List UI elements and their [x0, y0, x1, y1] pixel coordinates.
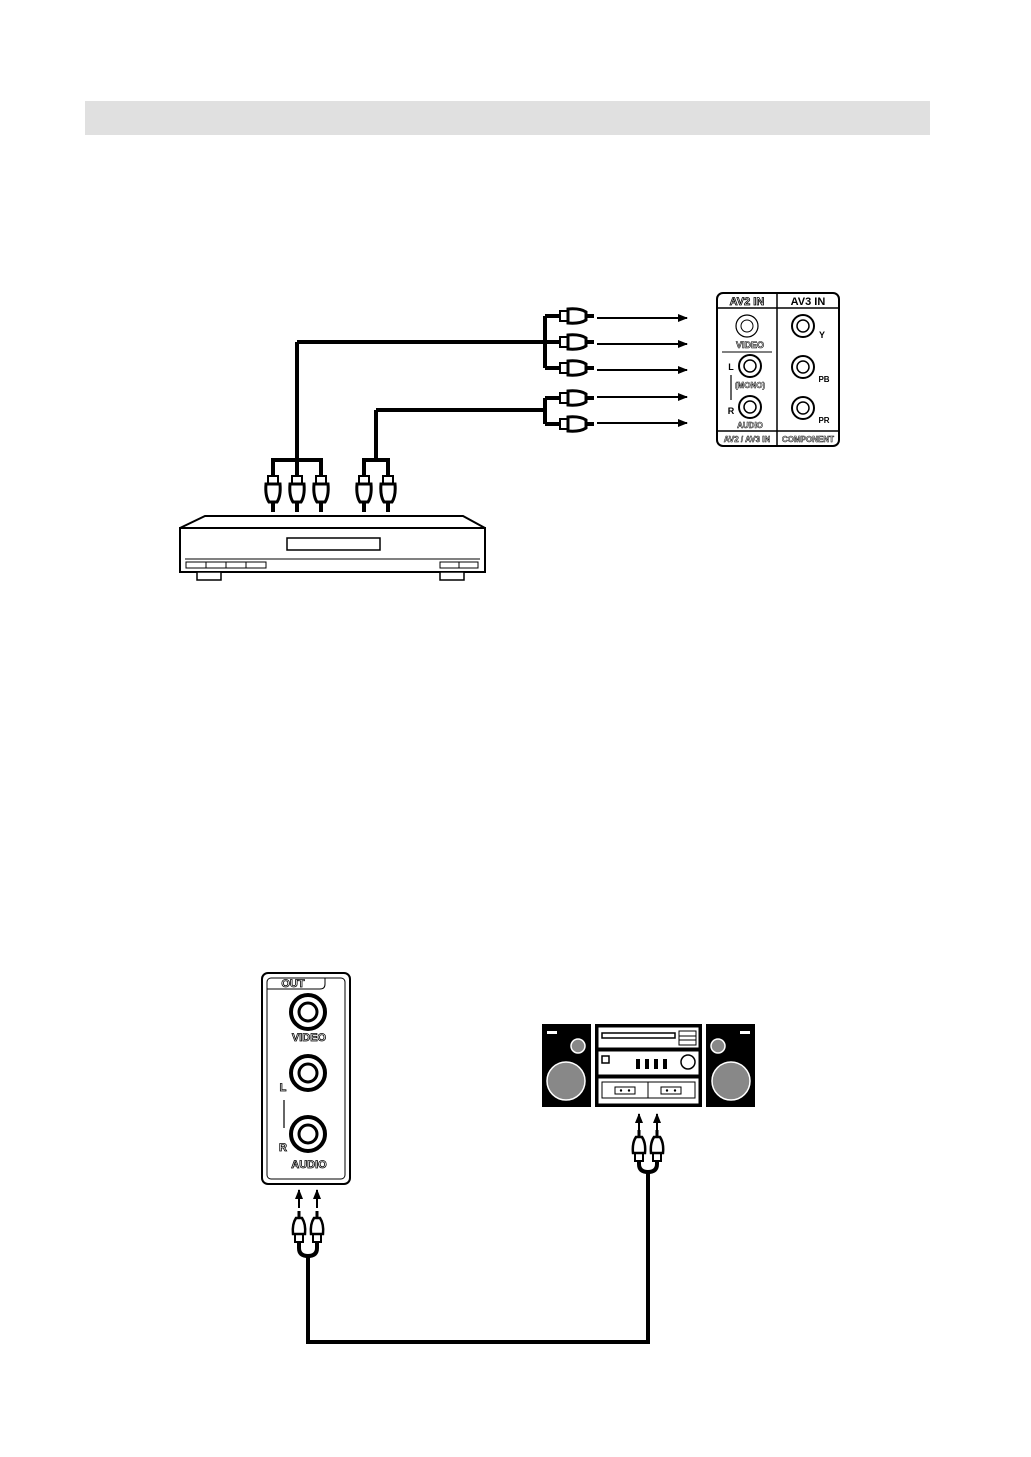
audio-left-jack: [739, 355, 761, 377]
pb-label: PB: [818, 375, 829, 384]
component-cable: [273, 316, 560, 476]
audio-cable: [364, 398, 560, 476]
av3-in-label: AV3 IN: [791, 296, 826, 308]
right-label: R: [728, 406, 735, 416]
av2-in-label: AV2 IN: [730, 296, 765, 308]
stereo-audio-cable: [299, 1160, 657, 1342]
y-label: Y: [819, 330, 825, 340]
audio-left-out-jack: [291, 1056, 325, 1090]
audio-right-out-jack: [291, 1117, 325, 1151]
arrow-icon: [299, 1190, 317, 1208]
av2-av3-in-label: AV2 / AV3 IN: [724, 435, 771, 444]
rca-plug-icon: [633, 1130, 663, 1161]
y-jack: [792, 315, 814, 337]
video-label: VIDEO: [736, 340, 764, 350]
video-out-jack: [291, 995, 325, 1029]
component-label: COMPONENT: [782, 435, 834, 444]
pb-jack: [792, 356, 814, 378]
rca-plug-icon: [266, 476, 395, 512]
right-out-label: R: [279, 1142, 287, 1154]
left-speaker: [542, 1024, 591, 1107]
video-out-label: VIDEO: [292, 1032, 327, 1044]
rca-plug-icon: [560, 309, 594, 431]
arrow-icon: [639, 1114, 657, 1130]
left-label: L: [728, 362, 734, 372]
right-speaker: [706, 1024, 755, 1107]
audio-out-label: AUDIO: [291, 1159, 327, 1171]
left-out-label: L: [280, 1082, 287, 1094]
pr-label: PR: [818, 416, 829, 425]
audio-right-jack: [739, 396, 761, 418]
rca-plug-icon: [293, 1211, 323, 1242]
audio-out-panel: OUT VIDEO L R AUDIO: [262, 973, 350, 1184]
pr-jack: [792, 397, 814, 419]
arrow-icon: [597, 318, 687, 423]
stereo-system-icon: [542, 1024, 755, 1107]
dvd-player-icon: [180, 516, 485, 580]
video-jack: [736, 315, 758, 337]
stereo-main-unit: [595, 1024, 702, 1107]
tv-input-panel: AV2 IN AV3 IN VIDEO L (MONO) R AUDIO AV2…: [717, 293, 839, 446]
out-label: OUT: [281, 978, 305, 990]
mono-label: (MONO): [735, 381, 766, 390]
audio-label: AUDIO: [737, 421, 763, 430]
